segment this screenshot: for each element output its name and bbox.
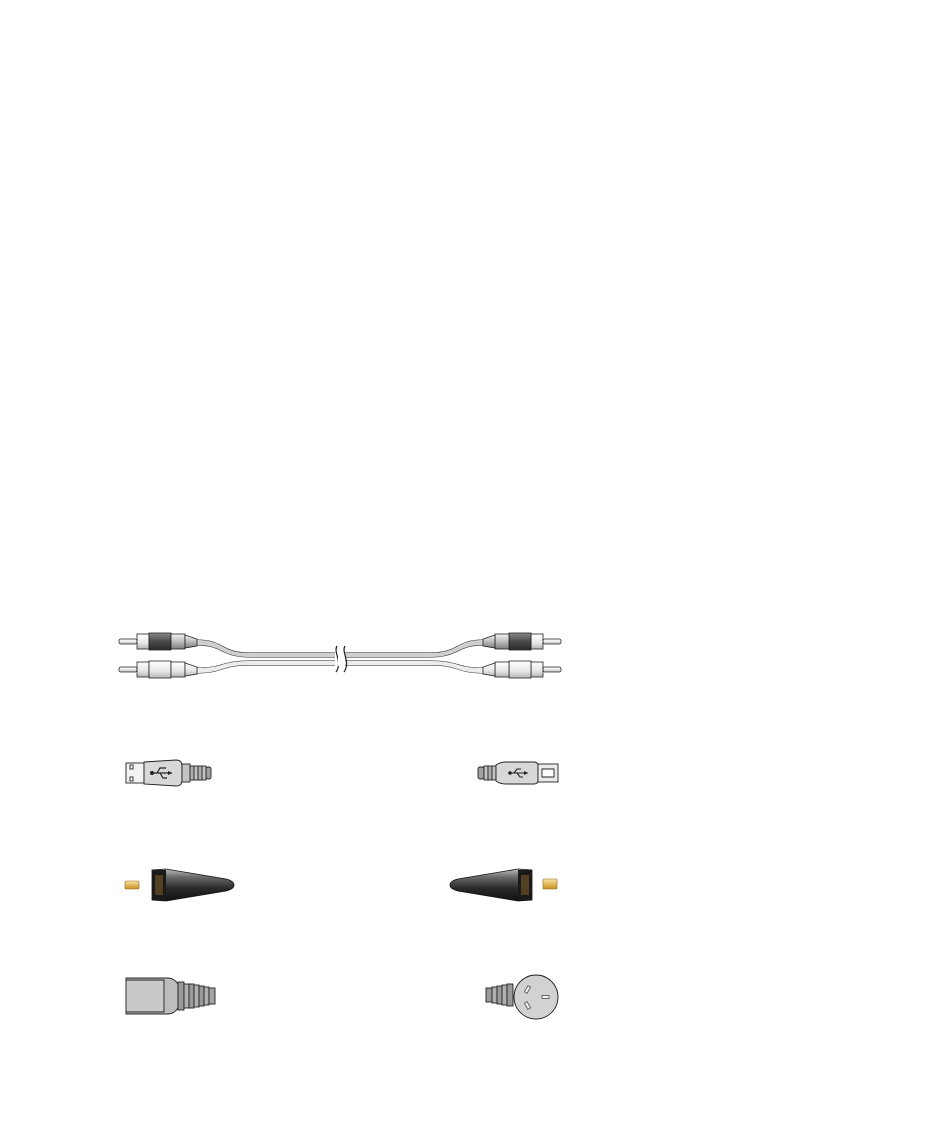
- coaxial-plug-icon: [449, 868, 558, 902]
- rca-audio-cable-icon: [118, 632, 562, 679]
- coaxial-plug-icon: [124, 868, 235, 902]
- iec-power-connector-icon: [125, 977, 216, 1015]
- usb-b-plug-icon: [477, 761, 559, 785]
- au-mains-plug-icon: [485, 974, 559, 1020]
- usb-a-plug-icon: [125, 759, 212, 787]
